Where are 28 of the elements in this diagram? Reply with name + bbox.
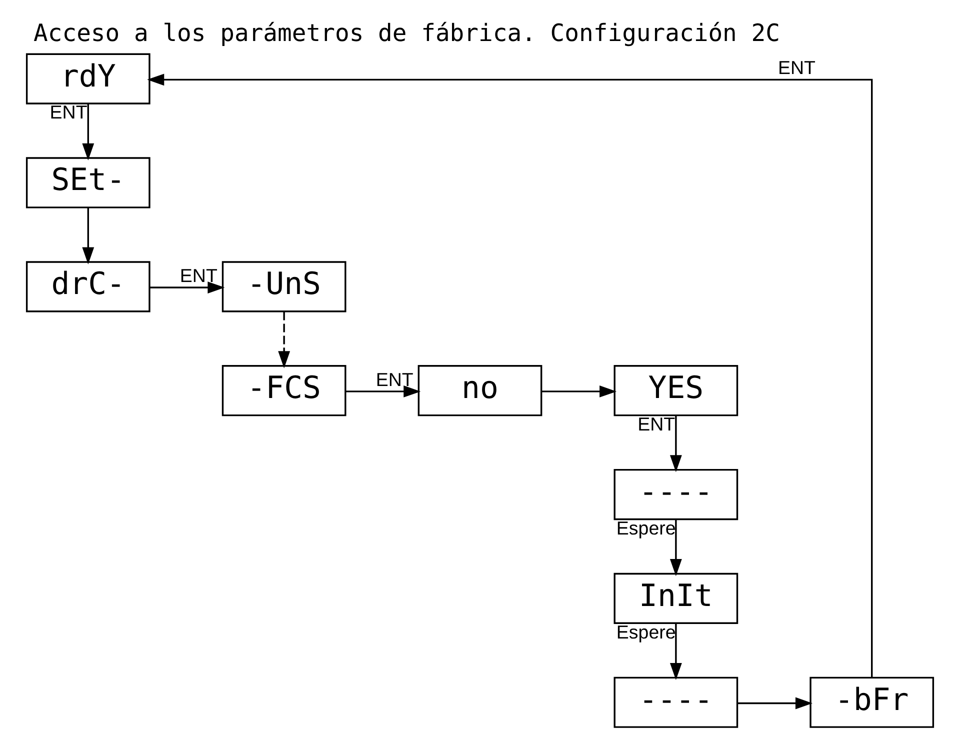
edge-label: Espere: [616, 621, 676, 642]
arrow: [82, 104, 94, 160]
arrow: [737, 697, 813, 710]
node-box: drC-: [26, 261, 150, 312]
edge-label: ENT: [376, 368, 414, 390]
diagram-title: Acceso a los parámetros de fábrica. Configuración 2C: [34, 18, 780, 47]
node-box: SEt-: [26, 157, 150, 208]
node-box: ----: [614, 468, 738, 520]
node-box: no: [418, 365, 542, 416]
arrow: [82, 208, 94, 264]
arrow: [346, 385, 421, 398]
node-box: rdY: [26, 53, 150, 104]
edge-label: ENT: [778, 57, 816, 78]
arrow: [147, 74, 873, 678]
arrow: [278, 312, 290, 368]
edge-label: ENT: [180, 265, 218, 286]
node-box: -FCS: [222, 365, 346, 416]
arrow: [670, 624, 682, 680]
arrow: [150, 282, 225, 294]
node-box: InIt: [614, 572, 738, 624]
arrow: [541, 385, 617, 398]
node-box: ----: [614, 676, 738, 728]
arrow: [670, 416, 682, 472]
node-box: YES: [614, 365, 738, 416]
edge-label: ENT: [50, 102, 88, 123]
arrow: [670, 520, 682, 576]
node-box: -bFr: [810, 676, 934, 728]
node-box: -UnS: [222, 261, 346, 312]
